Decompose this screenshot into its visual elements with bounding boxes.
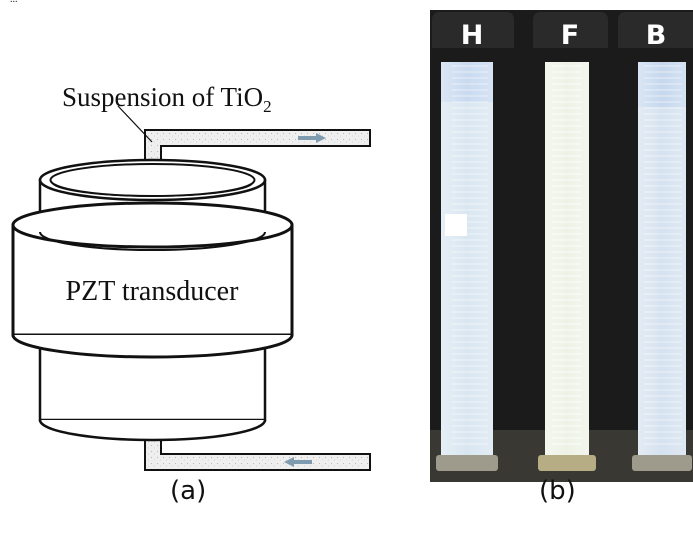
transducer-label: PZT transducer xyxy=(66,276,240,307)
tube-label-h: H xyxy=(461,20,484,51)
tube-tags: H F B xyxy=(432,12,693,51)
graduation-marks-f xyxy=(552,65,582,445)
pzt-transducer-ring xyxy=(11,201,294,359)
diagram-panel-a: Suspension of TiO2 PZT transducer xyxy=(11,82,371,471)
inflow-arrow-icon xyxy=(284,457,294,467)
white-marker-square xyxy=(445,214,467,236)
panel-a-label: (a) xyxy=(170,476,207,506)
graduation-marks-h xyxy=(452,65,488,445)
photo-panel-b: H F B xyxy=(430,10,693,482)
suspension-label: Suspension of TiO2 xyxy=(62,82,272,116)
tube-label-b: B xyxy=(646,20,667,51)
clipped-top-text: ... xyxy=(10,0,693,6)
label-leader-line xyxy=(117,105,153,143)
panel-b-label: (b) xyxy=(539,476,576,506)
tube-label-f: F xyxy=(561,20,579,51)
cylinder-h xyxy=(436,62,498,471)
cylinder-f xyxy=(538,62,596,471)
graduation-marks-b xyxy=(644,65,682,445)
outflow-arrow-icon xyxy=(316,133,326,143)
cylinder-b xyxy=(632,62,692,471)
